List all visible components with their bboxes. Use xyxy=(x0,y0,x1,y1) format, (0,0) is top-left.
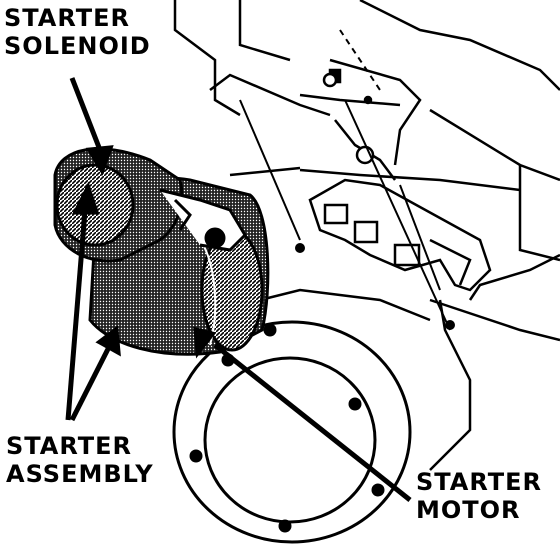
starter-motor-label-line1: STARTER xyxy=(416,468,543,496)
flywheel-housing xyxy=(172,320,412,544)
starter-assembly-label-line1: STARTER xyxy=(6,432,133,460)
engine-block xyxy=(173,0,560,471)
starter-motor-label-line2: MOTOR xyxy=(416,496,521,524)
mounting-bracket xyxy=(308,68,492,292)
callout-arrows xyxy=(65,77,412,502)
starter-assembly-label: STARTER ASSEMBLY xyxy=(6,432,154,488)
starter-solenoid-label: STARTER SOLENOID xyxy=(4,4,151,60)
starter-assembly-label-line2: ASSEMBLY xyxy=(6,460,154,488)
reference-lines xyxy=(239,29,455,331)
starter-solenoid-label-line2: SOLENOID xyxy=(4,32,151,60)
starter-motor-label: STARTER MOTOR xyxy=(416,468,542,524)
starter-solenoid-label-line1: STARTER xyxy=(4,4,131,32)
